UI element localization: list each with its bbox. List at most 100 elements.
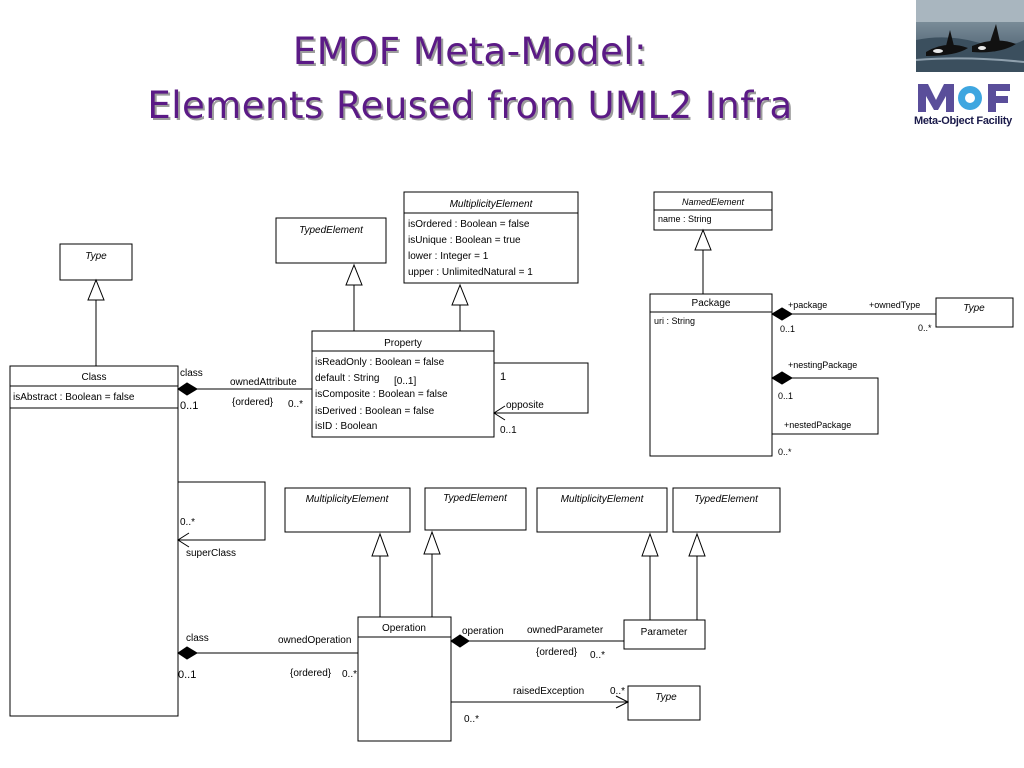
class-property-attr-4: isID : Boolean [315,421,377,432]
class-class-attr-0: isAbstract : Boolean = false [13,392,135,403]
mof-logo-caption: Meta-Object Facility [914,115,1012,127]
label-owned-operation-mult: 0..* [342,669,357,680]
class-multiplicity-element-param: MultiplicityElement [536,487,668,533]
label-raised-exception: raisedException [513,686,584,697]
class-named-element: NamedElement name : String [653,191,773,231]
gen-package-named-arrow [694,228,712,251]
label-class-owned-attr-end: class [180,368,203,379]
associations [177,313,936,709]
class-typed-element-top-name: TypedElement [299,225,364,236]
label-owned-type: +ownedType [869,300,920,310]
class-property-attr-2: isComposite : Boolean = false [315,389,448,400]
class-parameter-name: Parameter [641,627,688,638]
label-package-end: +package [788,300,827,310]
class-typed-element-top: TypedElement [275,217,387,264]
label-nesting-package: +nestingPackage [788,360,857,370]
composition-diamonds [177,307,793,660]
class-type-top-name: Type [85,251,107,262]
slide-title-line-1: EMOF Meta-Model: [292,30,648,73]
class-parameter: Parameter [623,619,706,650]
class-named-element-attr-0: name : String [658,214,712,224]
class-type-right: Type [935,297,1014,328]
label-superclass-mult: 0..* [180,517,195,528]
class-class: Class isAbstract : Boolean = false [9,365,179,717]
class-multiplicity-element-op-name: MultiplicityElement [306,494,390,505]
class-property-attr-3: isDerived : Boolean = false [315,406,435,417]
assoc-raised-exception-arrow [615,695,630,709]
gen-parameter-mult-arrow [641,532,659,557]
gen-operation-mult-arrow [371,532,389,557]
label-owned-parameter: ownedParameter [527,625,604,636]
diamond-owned-parameter [450,634,470,648]
gen-operation-typed-arrow [423,530,441,555]
label-owned-parameter-ordered: {ordered} [536,647,578,658]
gen-property-mult-arrow [451,283,469,306]
label-operation-end: operation [462,626,504,637]
label-class-owned-attr-mult: 0..1 [180,400,198,412]
class-package: Package uri : String [649,293,773,457]
label-class-owned-op-mult: 0..1 [178,669,196,681]
assoc-nested-package [772,377,879,435]
label-owned-attribute-mult: 0..* [288,399,303,410]
label-nested-package: +nestedPackage [784,420,851,430]
gen-class-type-arrow [87,278,105,301]
class-multiplicity-element-op: MultiplicityElement [284,487,411,533]
label-nested-package-mult: 0..* [778,447,792,457]
class-multiplicity-element-top-attr-2: lower : Integer = 1 [408,251,489,262]
association-labels: class 0..1 ownedAttribute {ordered} 0..*… [178,300,932,725]
class-multiplicity-element-top-attr-1: isUnique : Boolean = true [408,235,521,246]
diamond-owned-operation [177,646,198,660]
diamond-owned-attribute [177,382,198,396]
class-typed-element-op: TypedElement [424,487,527,531]
assoc-opposite [494,362,589,414]
class-typed-element-param: TypedElement [672,487,781,533]
mof-logo: Meta-Object Facility [914,78,1024,134]
orca-photo-drawing [916,0,1024,72]
label-owned-parameter-mult: 0..* [590,650,605,661]
diamond-nested-package [771,371,793,385]
label-class-owned-op-end: class [186,633,209,644]
gen-parameter-typed-arrow [688,532,706,557]
assoc-superclass [178,481,266,541]
class-package-name: Package [692,298,731,309]
label-owned-operation-ordered: {ordered} [290,668,332,679]
label-nesting-package-mult: 0..1 [778,391,793,401]
class-multiplicity-element-top-attr-3: upper : UnlimitedNatural = 1 [408,267,533,278]
diamond-owned-type [771,307,793,321]
class-property-attr-0: isReadOnly : Boolean = false [315,357,445,368]
class-class-name: Class [81,372,106,383]
class-operation-name: Operation [382,623,426,634]
class-type-bottom-name: Type [655,692,677,703]
label-package-mult: 0..1 [780,324,795,334]
generalization-arrows [87,228,712,620]
assoc-opposite-arrow [493,405,506,421]
class-operation: Operation [357,616,452,742]
assoc-superclass-arrow [177,532,190,548]
class-type-right-name: Type [963,303,985,314]
class-typed-element-op-name: TypedElement [443,493,508,504]
label-superclass: superClass [186,548,236,559]
class-package-attr-0: uri : String [654,316,695,326]
label-opposite-mult: 0..1 [500,425,517,436]
gen-property-typed-arrow [345,263,363,286]
class-property-default-multiplicity: [0..1] [394,376,416,387]
label-owned-operation: ownedOperation [278,635,351,646]
label-opposite: opposite [506,400,544,411]
label-owned-attribute-ordered: {ordered} [232,397,274,408]
class-multiplicity-element-param-name: MultiplicityElement [561,494,645,505]
label-owned-attribute: ownedAttribute [230,377,297,388]
label-raised-exception-mult: 0..* [610,686,625,697]
slide-title-line-2: Elements Reused from UML2 Infra [147,84,793,127]
class-type-top: Type [59,243,133,281]
class-multiplicity-element-top: MultiplicityElement isOrdered : Boolean … [403,191,579,284]
class-property: Property isReadOnly : Boolean = false de… [311,330,495,438]
class-multiplicity-element-top-name: MultiplicityElement [450,199,534,210]
label-opposite-one: 1 [500,371,506,383]
class-multiplicity-element-top-attr-0: isOrdered : Boolean = false [408,219,530,230]
class-property-attr-1: default : String [315,373,379,384]
class-named-element-name: NamedElement [682,197,745,207]
class-type-bottom: Type [627,685,701,721]
label-raised-exception-src-mult: 0..* [464,714,479,725]
class-property-name: Property [384,338,422,349]
